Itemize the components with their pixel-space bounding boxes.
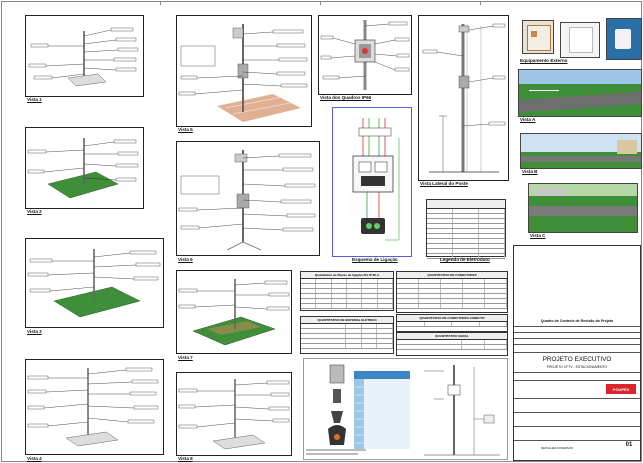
view-3-panel bbox=[25, 238, 164, 328]
view-2-drawing bbox=[27, 138, 139, 199]
view-4-drawing bbox=[27, 367, 159, 447]
view-8-panel bbox=[176, 372, 292, 456]
revision-title: Quadro de Controle de Revisão do Projeto bbox=[540, 319, 614, 323]
enclosure-photo bbox=[522, 20, 554, 54]
material-table-title: QUANTITATIVO DE MATERIAL ELÉTRICO bbox=[301, 317, 393, 324]
view-a-caption: Vista A bbox=[520, 117, 536, 122]
view-a-render bbox=[518, 69, 642, 117]
view-4-caption: Vista 4 bbox=[27, 456, 42, 461]
conduto-table-title: QUANTITATIVO DE CONDUTORES CONDUTO bbox=[397, 315, 507, 322]
view-2-caption: Vista 2 bbox=[27, 209, 42, 214]
quadros-panel bbox=[318, 15, 412, 95]
material-table: QUANTITATIVO DE MATERIAL ELÉTRICO bbox=[300, 316, 394, 354]
lateral-panel bbox=[418, 15, 509, 181]
view-6-caption: Vista 6 bbox=[178, 257, 193, 262]
quadros-caption: Vista dos Quadros IP66 bbox=[320, 95, 372, 100]
quadros-drawing bbox=[320, 20, 410, 90]
legend-caption: Legenda de Eletroduto bbox=[440, 257, 490, 262]
legend-table bbox=[426, 199, 506, 259]
title-block: Quadro de Controle de Revisão do Projeto… bbox=[513, 245, 641, 461]
company-logo: POUPEX bbox=[606, 384, 636, 394]
view-b-render bbox=[520, 133, 642, 169]
view-c-caption: Vista C bbox=[530, 233, 546, 238]
view-c-render bbox=[528, 183, 638, 233]
lateral-caption: Vista Lateral do Poste bbox=[420, 181, 468, 186]
camera-photo bbox=[606, 18, 642, 60]
view-3-caption: Vista 3 bbox=[27, 329, 42, 334]
view-3-drawing bbox=[27, 249, 161, 318]
condutores-table: QUANTITATIVO DE CONDUTORES bbox=[396, 271, 508, 313]
condutores-table-title: QUANTITATIVO DE CONDUTORES bbox=[397, 272, 507, 279]
frame-tick bbox=[320, 1, 321, 5]
view-5-drawing bbox=[178, 24, 308, 122]
view-1-panel bbox=[25, 15, 144, 97]
view-5-panel bbox=[176, 15, 312, 127]
detail-label: DETALHES DIVERSOS bbox=[541, 446, 573, 450]
equipment-caption: Equipamento Externo bbox=[520, 58, 568, 63]
view-5-caption: Vista 5 bbox=[178, 127, 193, 132]
view-6-drawing bbox=[178, 150, 316, 251]
view-1-caption: Vista 1 bbox=[27, 97, 42, 102]
view-6-panel bbox=[176, 141, 320, 256]
view-7-drawing bbox=[178, 279, 290, 346]
frame-tick bbox=[480, 1, 481, 5]
detail-drawing bbox=[306, 363, 500, 456]
view-8-caption: Vista 8 bbox=[178, 456, 193, 461]
view-2-panel bbox=[25, 127, 144, 209]
project-subtitle: PROJETO CFTV - ESTACIONAMENTO bbox=[546, 365, 608, 369]
schema-panel bbox=[332, 107, 412, 257]
schema-drawing bbox=[352, 118, 400, 241]
detail-panel bbox=[303, 358, 508, 460]
view-b-caption: Vista B bbox=[522, 169, 538, 174]
view-8-drawing bbox=[178, 379, 290, 450]
view-1-drawing bbox=[26, 16, 143, 96]
view-7-panel bbox=[176, 270, 292, 354]
view-7-caption: Vista 7 bbox=[178, 355, 193, 360]
placas-table-title: Quantitativo de Placas de ligação SIV IP… bbox=[301, 272, 393, 279]
placas-table: Quantitativo de Placas de ligação SIV IP… bbox=[300, 271, 394, 311]
project-title: PROJETO EXECUTIVO bbox=[542, 356, 612, 363]
frame-tick bbox=[160, 1, 161, 5]
conduto-table: QUANTITATIVO DE CONDUTORES CONDUTO bbox=[396, 314, 508, 332]
legend-table-header bbox=[427, 200, 505, 209]
antenna-photo bbox=[560, 22, 600, 58]
sheet-number: 01 bbox=[625, 442, 633, 448]
schema-caption: Esquema de Ligação bbox=[352, 257, 398, 262]
view-4-panel bbox=[25, 359, 164, 455]
geral-table-title: QUANTITATIVO GERAL bbox=[397, 333, 507, 340]
geral-table: QUANTITATIVO GERAL bbox=[396, 332, 508, 356]
lateral-drawing bbox=[422, 23, 506, 173]
